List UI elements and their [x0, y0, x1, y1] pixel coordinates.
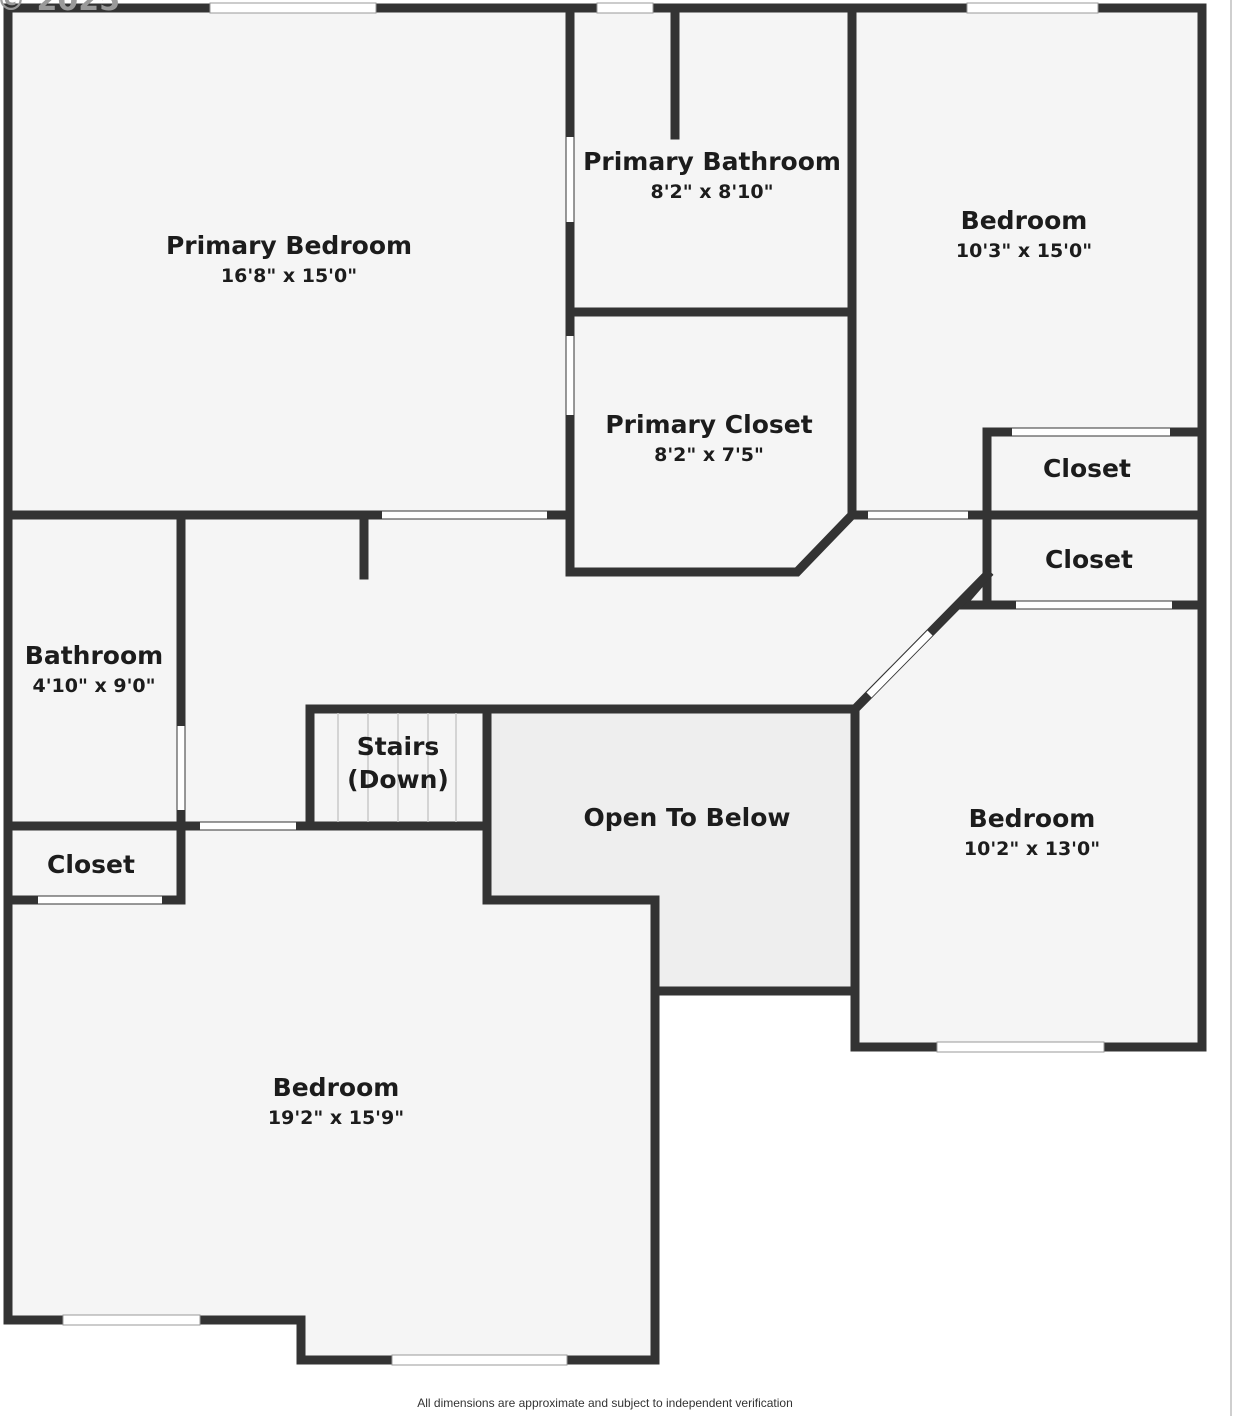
room-dims-bathroom: 4'10" x 9'0"	[32, 675, 155, 697]
open-to-below-area	[487, 709, 855, 991]
room-name-primary-closet: Primary Closet	[605, 410, 812, 439]
windows	[62, 2, 1105, 1366]
room-name-bedroom-ne: Bedroom	[961, 206, 1088, 235]
copyright-text: © 2025	[0, 0, 120, 18]
window	[936, 1041, 1105, 1053]
room-dims-primary-bedroom: 16'8" x 15'0"	[221, 265, 357, 287]
room-name-primary-bathroom: Primary Bathroom	[583, 147, 841, 176]
floor-area	[8, 8, 1202, 1360]
room-dims-primary-closet: 8'2" x 7'5"	[654, 444, 764, 466]
openings	[38, 137, 1172, 904]
room-dims-bedroom-e: 10'2" x 13'0"	[964, 838, 1100, 860]
room-dims-primary-bathroom: 8'2" x 8'10"	[650, 181, 773, 203]
room-dims-bedroom-ne: 10'3" x 15'0"	[956, 240, 1092, 262]
room-name-bedroom-e: Bedroom	[969, 804, 1096, 833]
room-name-closet-2: Closet	[1045, 545, 1133, 574]
window	[62, 1314, 201, 1326]
room-name-bedroom-sw: Bedroom	[273, 1073, 400, 1102]
disclaimer-text: All dimensions are approximate and subje…	[417, 1396, 793, 1410]
window	[391, 1354, 568, 1366]
window	[966, 2, 1099, 14]
room-name-closet-1: Closet	[1043, 454, 1131, 483]
room-name-stairs-direction: (Down)	[347, 765, 449, 794]
window	[596, 2, 654, 14]
room-name-bathroom: Bathroom	[25, 641, 163, 670]
window	[209, 2, 377, 14]
room-name-open-to-below: Open To Below	[583, 803, 790, 832]
stair-treads	[337, 713, 457, 822]
room-name-primary-bedroom: Primary Bedroom	[166, 231, 412, 260]
room-name-stairs: Stairs	[357, 732, 440, 761]
room-dims-bedroom-sw: 19'2" x 15'9"	[268, 1107, 404, 1129]
room-name-closet-3: Closet	[47, 850, 135, 879]
